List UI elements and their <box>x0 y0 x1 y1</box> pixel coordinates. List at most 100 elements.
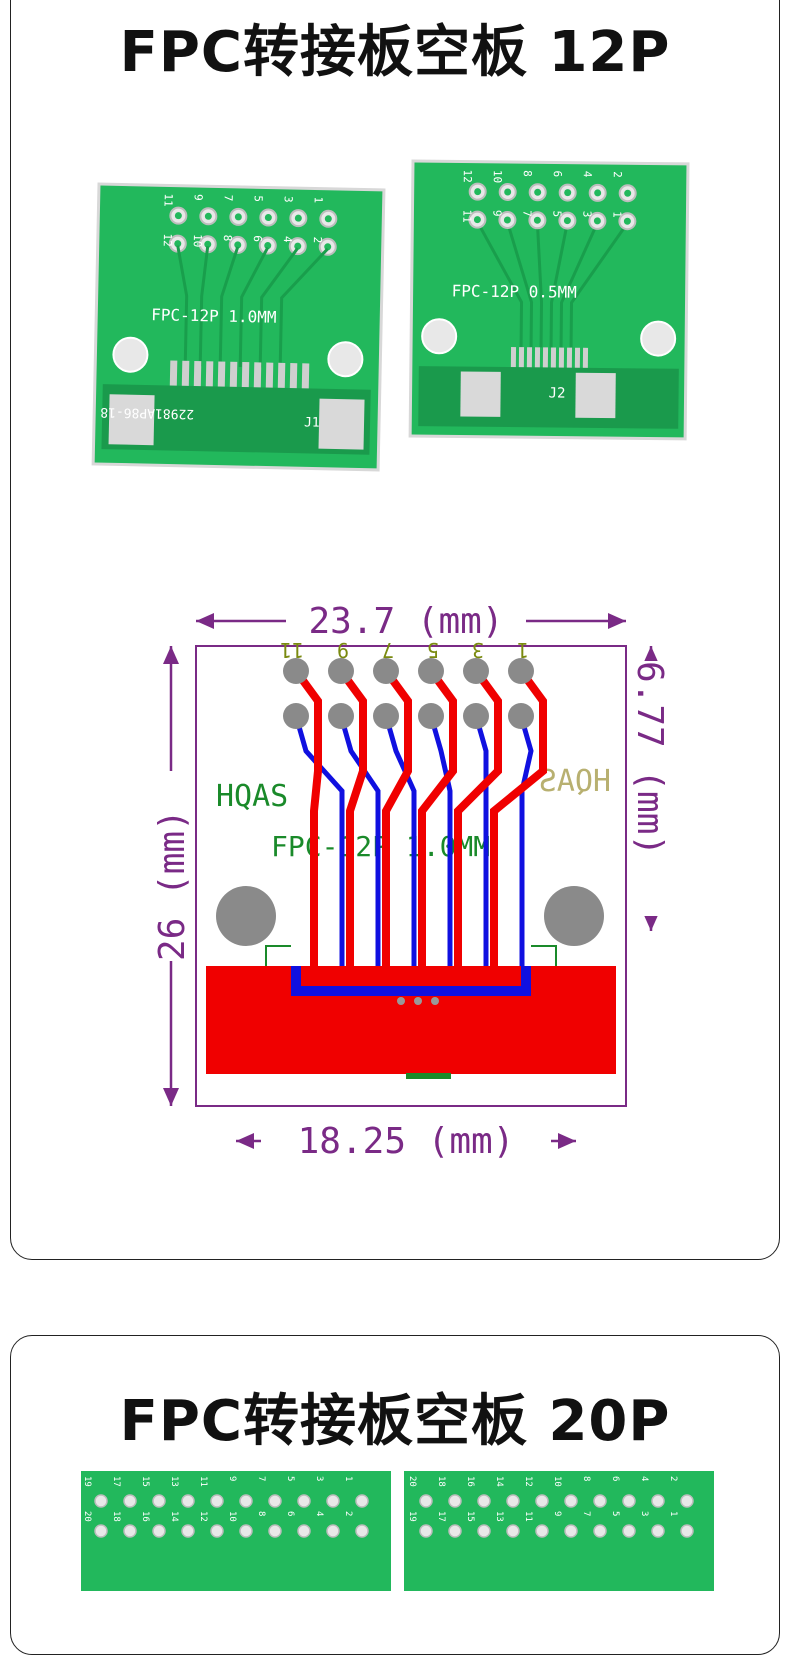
pin-hole <box>506 1524 520 1538</box>
pin-number: 11 <box>280 638 304 662</box>
pin-label: 20 <box>82 1511 92 1522</box>
dimension-drawing-12p: 23.7 (mm) 26 (mm) 6.77 (mm) 18.25 (mm) H… <box>96 591 696 1191</box>
pin-label: 14 <box>494 1476 504 1487</box>
pin-label: 15 <box>140 1476 150 1487</box>
pin-hole <box>593 1524 607 1538</box>
pin-label: 12 <box>523 1476 533 1487</box>
pin-hole <box>326 1524 340 1538</box>
pin-label: 12 <box>161 233 174 247</box>
pin-label: 15 <box>465 1511 475 1522</box>
pin-label: 9 <box>192 194 205 201</box>
pin-hole <box>268 1494 282 1508</box>
pin-labels-top-left <box>179 181 369 201</box>
red-trace <box>490 668 547 966</box>
pin-label: 5 <box>252 195 265 202</box>
pin-label: 10 <box>191 234 204 248</box>
pin-label: 10 <box>491 170 504 183</box>
pin-hole <box>94 1524 108 1538</box>
pin-hole <box>463 703 489 729</box>
pin-label: 5 <box>550 210 563 217</box>
pin-hole <box>268 1524 282 1538</box>
pin-label: 2 <box>668 1476 678 1481</box>
pin-label: 8 <box>221 235 234 242</box>
pin-hole <box>123 1494 137 1508</box>
pin-hole <box>564 1524 578 1538</box>
pin-hole <box>463 658 489 684</box>
pin-label: 3 <box>580 211 593 218</box>
pin-label: 6 <box>285 1511 295 1516</box>
board-ref-j1: J1 <box>304 415 320 430</box>
pin-label: 10 <box>552 1476 562 1487</box>
pin-label: 20 <box>407 1476 417 1487</box>
pin-label: 3 <box>639 1511 649 1516</box>
dim-width-top: 23.7 (mm) <box>308 601 503 642</box>
pin-hole <box>622 1494 636 1508</box>
pin-hole <box>297 1494 311 1508</box>
pin-hole <box>373 658 399 684</box>
pin-hole <box>477 1494 491 1508</box>
pin-number: 5 <box>427 638 439 662</box>
pin-label: 12 <box>461 170 474 183</box>
pin-hole <box>448 1494 462 1508</box>
pin-label: 9 <box>490 210 503 217</box>
pin-label: 12 <box>198 1511 208 1522</box>
pin-label: 1 <box>312 196 325 203</box>
pin-hole <box>297 1524 311 1538</box>
pin-hole <box>239 1524 253 1538</box>
pin-label: 2 <box>611 171 624 178</box>
pin-hole <box>283 703 309 729</box>
pin-label: 11 <box>198 1476 208 1487</box>
pin-hole <box>328 703 354 729</box>
red-trace <box>337 668 367 966</box>
pin-hole <box>355 1524 369 1538</box>
pin-hole <box>535 1524 549 1538</box>
pin-label: 7 <box>222 195 235 202</box>
pin-hole <box>448 1524 462 1538</box>
pin-hole <box>123 1524 137 1538</box>
pin-number: 7 <box>382 638 394 662</box>
red-trace <box>382 668 412 966</box>
pin-label: 6 <box>251 235 264 242</box>
board-label-1mm: FPC-12P 1.0MM <box>151 305 277 327</box>
pin-number: 3 <box>472 638 484 662</box>
red-trace <box>292 668 322 966</box>
pin-label: 5 <box>285 1476 295 1481</box>
pin-hole <box>564 1494 578 1508</box>
board-code: 22981AP86-18 <box>100 404 194 421</box>
pin-label: 17 <box>111 1476 121 1487</box>
pin-label: 13 <box>494 1511 504 1522</box>
pin-label: 8 <box>581 1476 591 1481</box>
pin-hole <box>328 658 354 684</box>
pin-hole <box>152 1494 166 1508</box>
pin-hole <box>419 1494 433 1508</box>
pin-label: 11 <box>460 210 473 223</box>
pin-label: 1 <box>610 211 623 218</box>
pin-label: 8 <box>521 170 534 177</box>
dim-width-bottom: 18.25 (mm) <box>298 1121 515 1162</box>
pin-label: 8 <box>256 1511 266 1516</box>
pin-label: 1 <box>668 1511 678 1516</box>
pin-label: 9 <box>552 1511 562 1516</box>
pin-hole <box>593 1494 607 1508</box>
pin-label: 3 <box>314 1476 324 1481</box>
pin-label: 2 <box>343 1511 353 1516</box>
pin-hole <box>326 1494 340 1508</box>
pin-label: 16 <box>140 1511 150 1522</box>
pin-hole <box>210 1494 224 1508</box>
pin-label: 4 <box>314 1511 324 1516</box>
blue-trace <box>473 715 489 969</box>
pin-label: 18 <box>436 1476 446 1487</box>
drawing-label: FPC-12P 1.0MM <box>271 830 490 863</box>
board-ref-j2: J2 <box>548 385 565 401</box>
pin-number: 1 <box>517 638 529 662</box>
pin-hole <box>181 1494 195 1508</box>
pin-hole <box>477 1524 491 1538</box>
pin-hole <box>94 1494 108 1508</box>
pin-label: 3 <box>282 196 295 203</box>
pin-label: 4 <box>581 171 594 178</box>
pin-hole <box>283 658 309 684</box>
